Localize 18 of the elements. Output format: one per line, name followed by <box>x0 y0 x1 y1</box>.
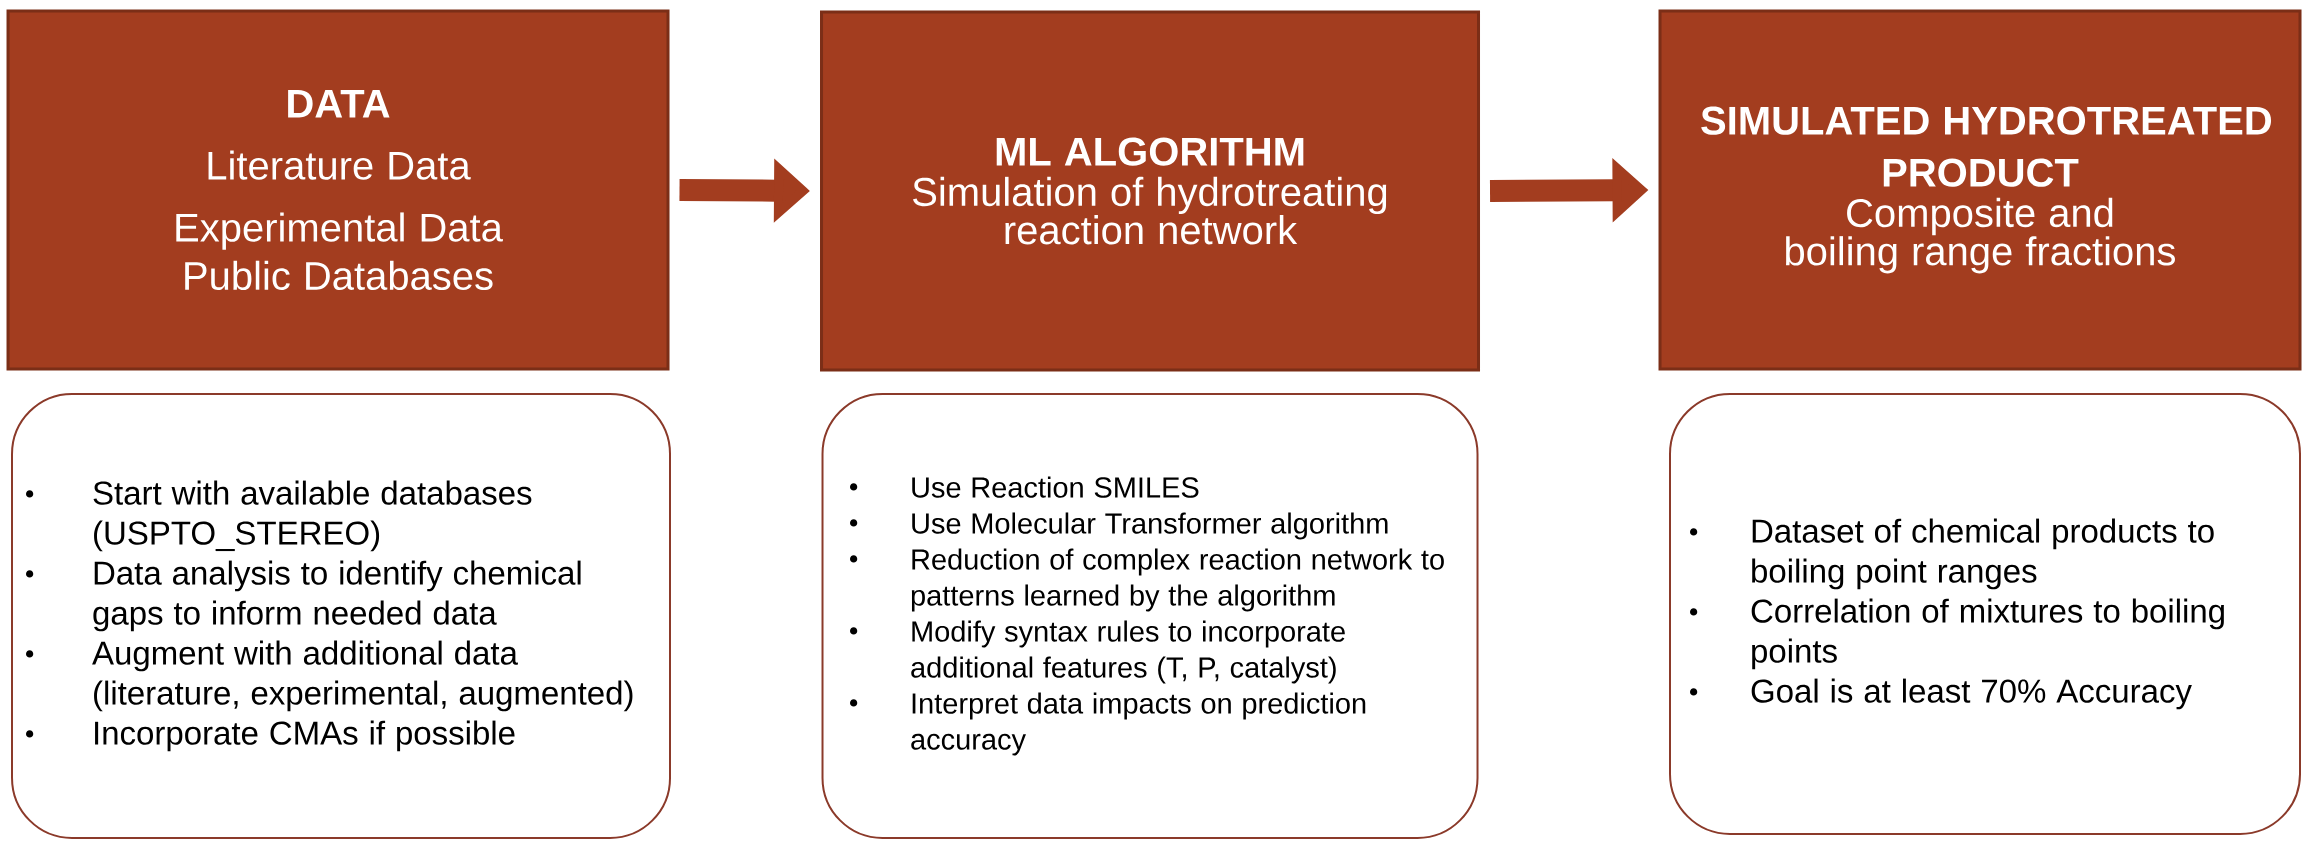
bullet-item: Use Reaction SMILES <box>850 476 1199 498</box>
bullet-item: Reduction of complex reaction network to patterns learned by the algorithm <box>850 548 1444 612</box>
process-box: SIMULATED HYDROTREATED PRODUCT Composite and boiling range fractions <box>1658 9 2302 371</box>
bullet-item: Goal is at least 70% Accuracy <box>1690 678 2192 710</box>
bullet-item: Start with available databases (USPTO_STEREO) <box>26 480 532 552</box>
bullet-item: Incorporate CMAs if possible <box>26 720 515 752</box>
bullet-item: Modify syntax rules to incorporate additional features (T, P, catalyst) <box>850 620 1345 684</box>
process-box: DATA Literature Data Experimental Data Public Databases <box>6 9 670 371</box>
process-box: ML ALGORITHM Simulation of hydrotreating reaction network <box>820 10 1480 372</box>
bullet-item: Interpret data impacts on prediction accuracy <box>850 692 1366 756</box>
bullet-item: Data analysis to identify chemical gaps to inform needed data <box>26 560 581 632</box>
bullet-item: Augment with additional data (literature, experimental, augmented) <box>26 640 633 712</box>
bullet-item: Correlation of mixtures to boiling points <box>1690 598 2224 670</box>
bullet-item: Use Molecular Transformer algorithm <box>850 512 1388 540</box>
note-box <box>1669 393 2301 835</box>
bullet-item: Dataset of chemical products to boiling point ranges <box>1690 518 2214 590</box>
note-box <box>821 393 1479 839</box>
note-box <box>11 393 671 839</box>
